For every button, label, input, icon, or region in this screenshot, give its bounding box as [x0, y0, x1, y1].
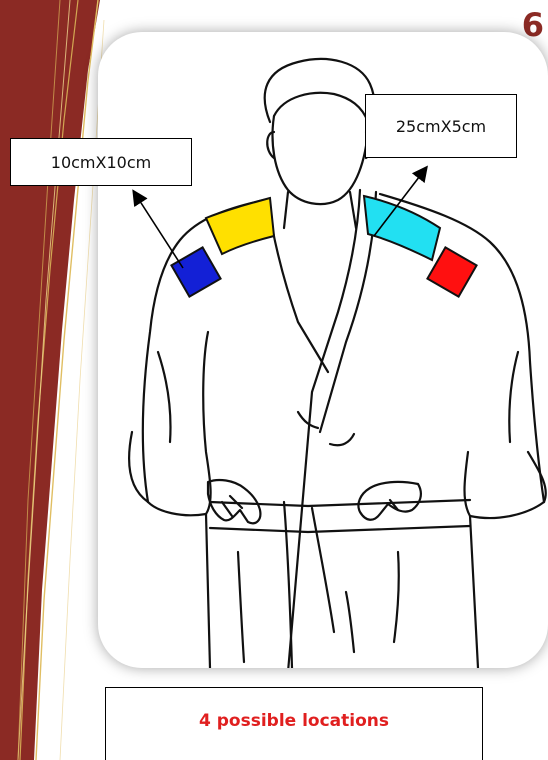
- label-25x5-patch: 25cmX5cm: [365, 94, 517, 158]
- arrow-right-patch: [374, 168, 426, 236]
- locations-caption: 4 possible locations: [105, 687, 483, 760]
- arrow-left-patch: [134, 192, 183, 268]
- label-10x10-patch: 10cmX10cm: [10, 138, 192, 186]
